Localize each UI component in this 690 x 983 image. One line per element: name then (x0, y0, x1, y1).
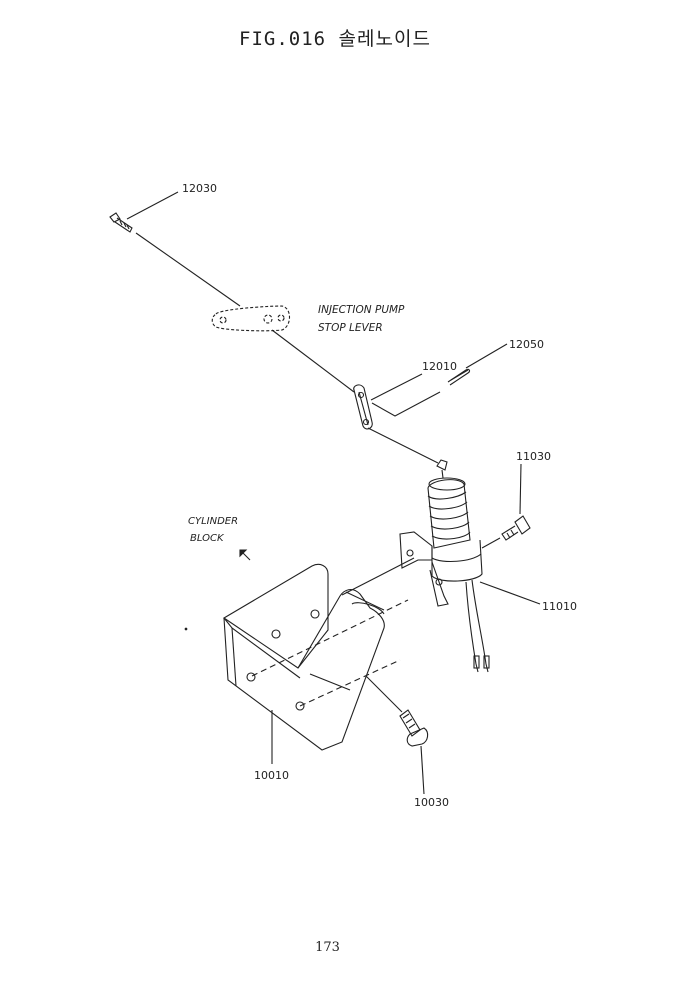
alignment-lines (251, 599, 409, 707)
label-11030: 11030 (516, 450, 551, 463)
assembly-line-lever (271, 329, 355, 393)
assembly-line-screw (481, 537, 501, 549)
label-10010: 10010 (254, 769, 289, 782)
annotation-cylinder-line1: CYLINDER (188, 516, 238, 527)
screw-11030 (501, 515, 531, 541)
speck (184, 627, 188, 631)
assembly-line-stud (309, 673, 351, 691)
leader-11030 (519, 463, 522, 515)
bolt-10030 (399, 709, 429, 747)
assembly-line-bolt (135, 232, 241, 307)
clevis-12010 (353, 384, 373, 430)
label-11010: 11010 (542, 600, 577, 613)
annotation-pump-line1: INJECTION PUMP (318, 304, 405, 316)
figure-title: FIG.016 솔레노이드 (239, 28, 431, 50)
leader-12010 (370, 373, 423, 401)
annotation-pump-line2: STOP LEVER (318, 322, 383, 334)
assembly-line-bolt-lower (365, 675, 403, 713)
stop-lever-phantom (211, 305, 291, 332)
label-10030: 10030 (414, 796, 449, 809)
label-12010: 12010 (422, 360, 457, 373)
leader-11010 (479, 581, 541, 605)
bracket-10010 (222, 563, 385, 751)
leader-12050 (465, 343, 508, 369)
cylinder-block-arrow (239, 549, 251, 561)
split-pin-12050 (447, 368, 471, 386)
pin-leader (371, 391, 441, 417)
solenoid-11010 (399, 459, 490, 673)
annotation-cylinder-line2: BLOCK (190, 533, 225, 544)
label-12050: 12050 (509, 338, 544, 351)
leader-10030 (420, 745, 425, 795)
bolt-12030 (109, 212, 133, 233)
assembly-line-bracket (341, 557, 415, 596)
page-number: 173 (315, 940, 340, 955)
label-12030: 12030 (182, 182, 217, 195)
assembly-line-plunger (367, 427, 439, 464)
leader-12030 (126, 191, 179, 220)
